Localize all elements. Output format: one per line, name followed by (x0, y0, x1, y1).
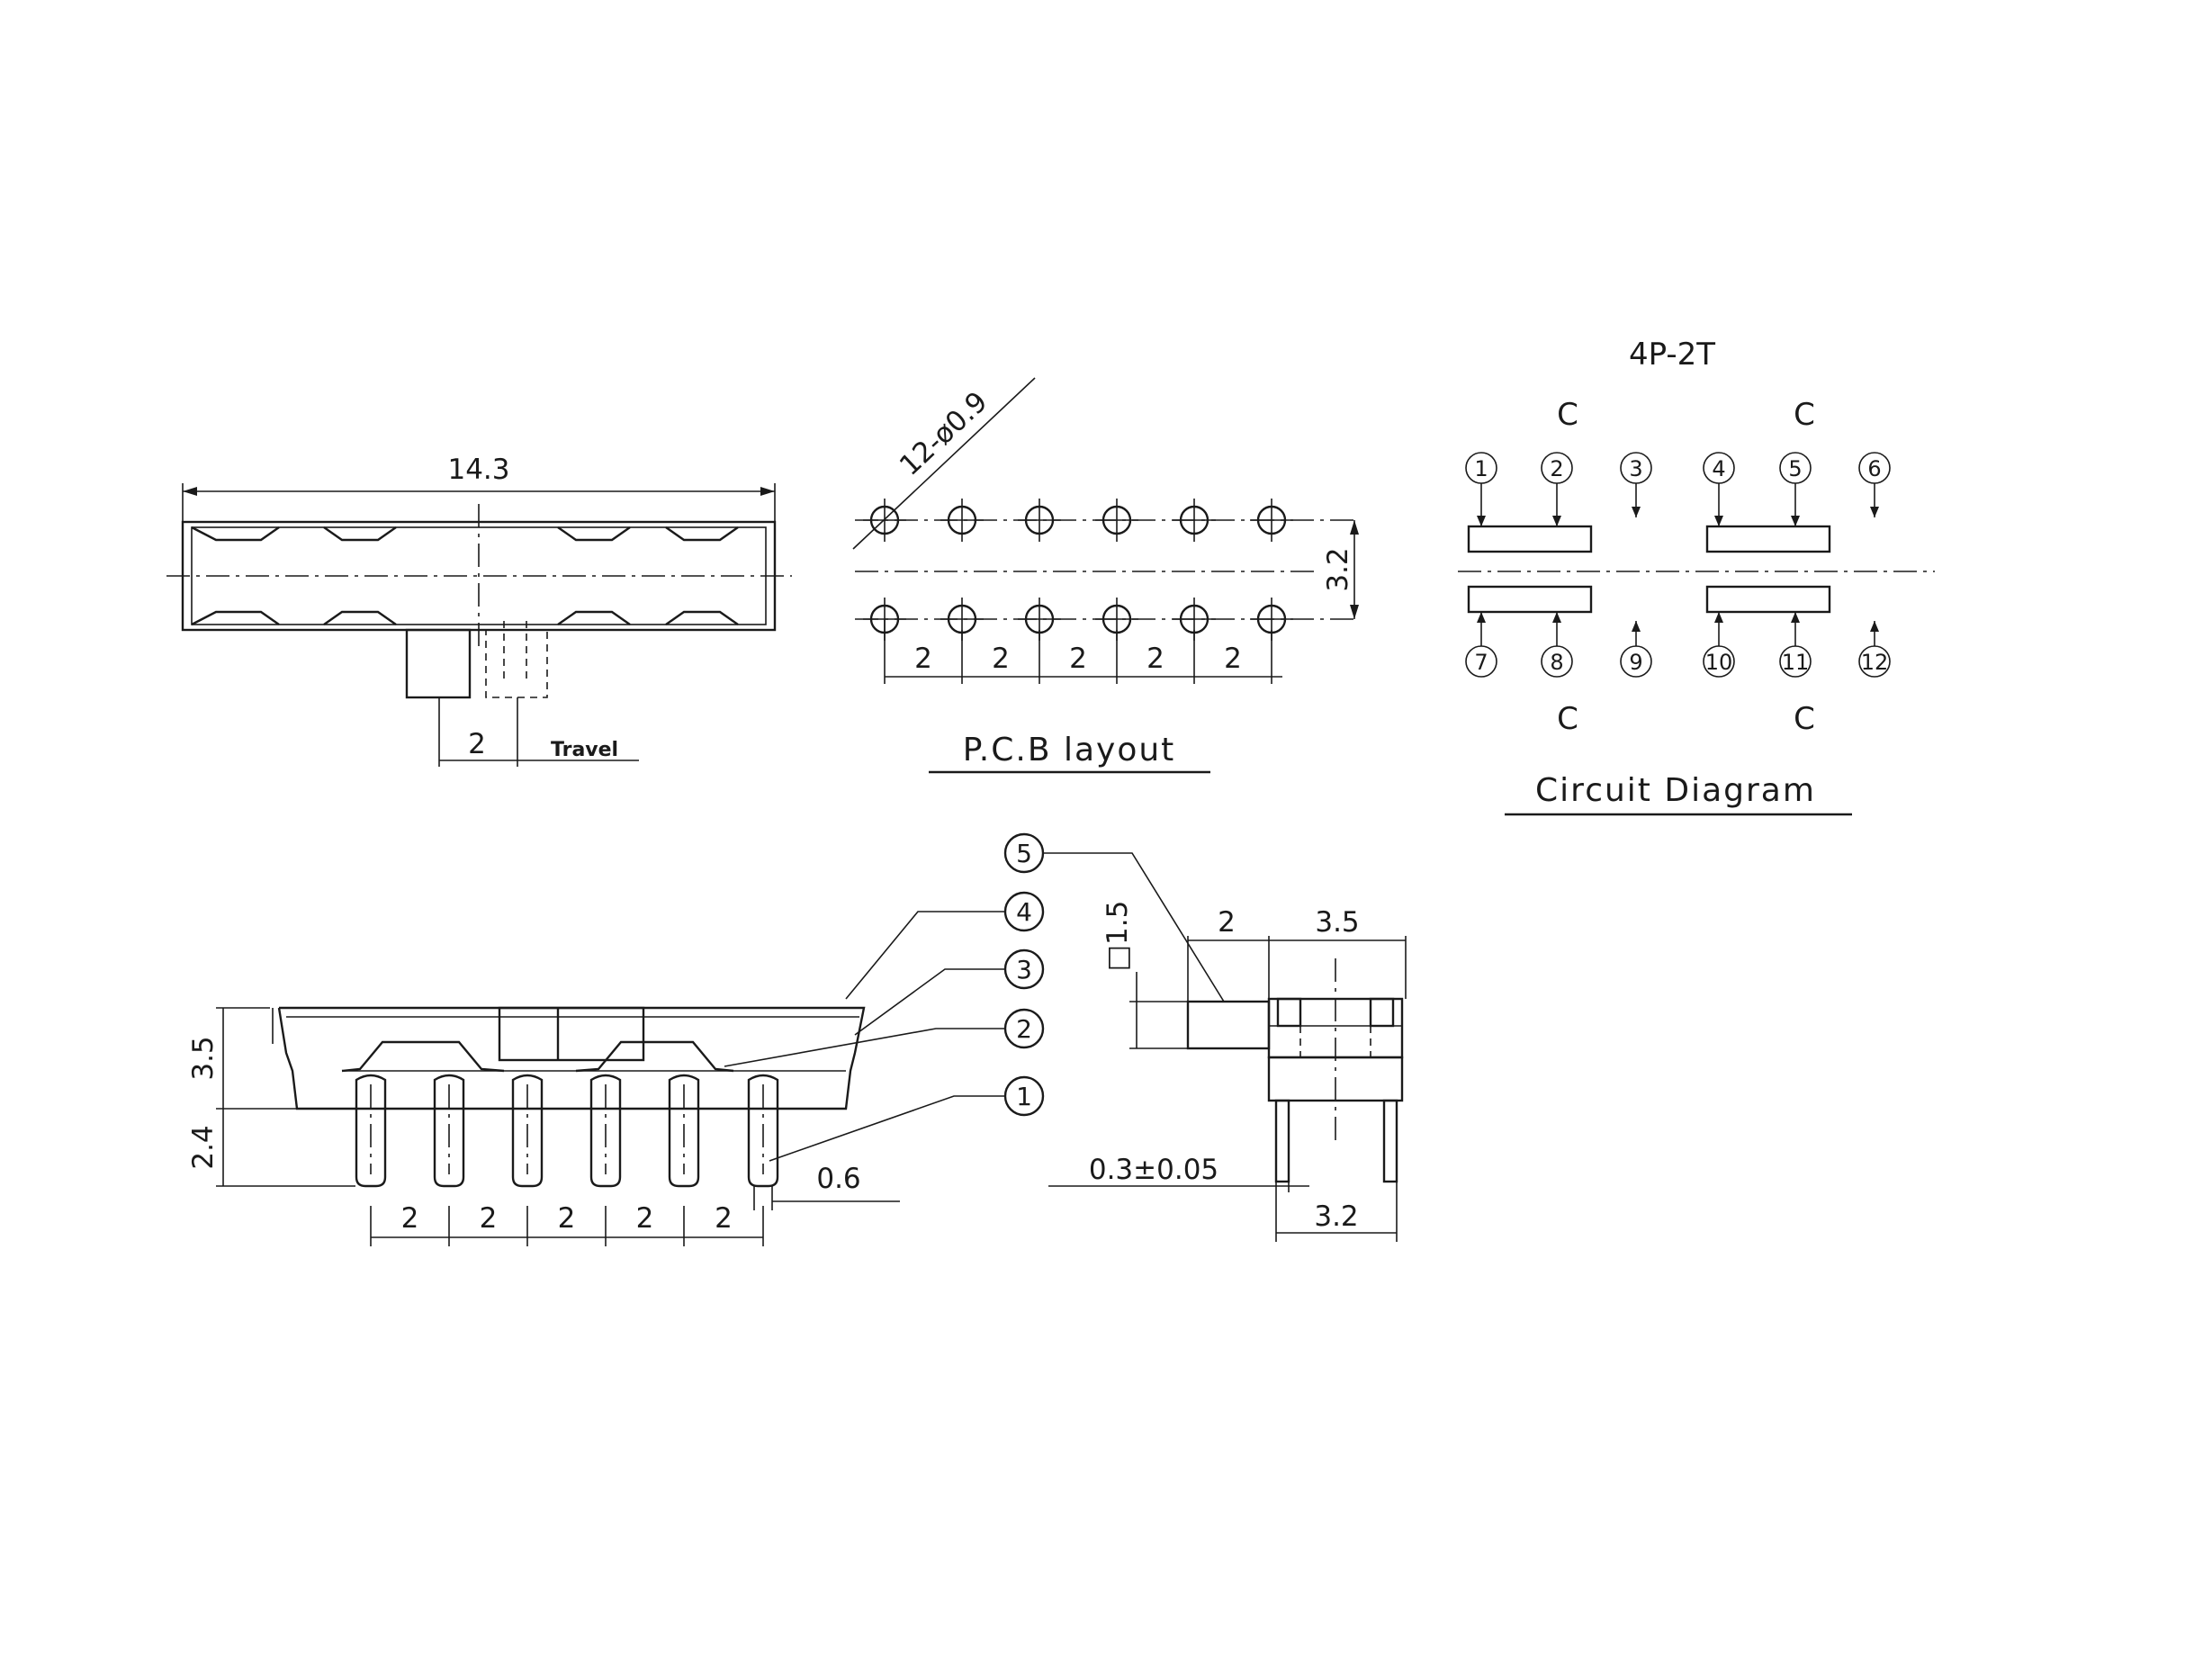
pcb-hole (940, 499, 984, 542)
pcb-pitch-label: 2 (1069, 643, 1087, 675)
circuit-pin-bottom: 11 (1779, 612, 1812, 678)
common-label-1: C (1557, 397, 1578, 433)
circuit-config: 4P-2T (1629, 337, 1715, 373)
pcb-hole (863, 499, 906, 542)
pcb-hole (1095, 499, 1138, 542)
circuit-pin-bottom: 9 (1620, 621, 1652, 678)
pcb-hole (1173, 499, 1216, 542)
common-label-3: C (1557, 701, 1578, 737)
circuit-pin-top: 5 (1779, 452, 1812, 526)
side-pin (668, 1074, 700, 1188)
dim-pin-width: 0.6 (816, 1163, 860, 1195)
contact-bar-bottom-right (1705, 585, 1831, 614)
end-actuator (1186, 1000, 1271, 1050)
part-callout: 3 (854, 948, 1045, 1036)
part-callout: 5 (1003, 832, 1225, 1002)
svg-text:5: 5 (1016, 839, 1032, 868)
svg-text:5: 5 (1788, 456, 1802, 481)
side-view: 3.5 2.4 0.6 2 2 2 2 2 5 4 3 2 1 (187, 832, 1225, 1246)
actuator-side (498, 1006, 645, 1062)
actuator (405, 628, 472, 699)
common-label-2: C (1794, 397, 1815, 433)
svg-text:11: 11 (1782, 650, 1810, 675)
svg-text:4: 4 (1712, 456, 1725, 481)
side-pitch-label: 2 (715, 1202, 733, 1235)
common-label-4: C (1794, 701, 1815, 737)
dim-pin-span: 3.2 (1314, 1200, 1358, 1233)
end-pin-right (1382, 1099, 1398, 1183)
dim-actuator-length: 2 (1218, 906, 1236, 939)
pcb-pitch-label: 2 (1146, 643, 1164, 675)
side-pin (747, 1074, 779, 1188)
circuit-pin-top: 4 (1703, 452, 1735, 526)
dim-length: 14.3 (447, 454, 509, 486)
part-callout: 2 (724, 1008, 1045, 1067)
side-pin (433, 1074, 465, 1188)
svg-text:6: 6 (1867, 456, 1881, 481)
dim-row-pitch: 3.2 (1322, 547, 1354, 591)
side-pitch-dimensions: 2 2 2 2 2 (401, 1202, 764, 1246)
pcb-pitch-label: 2 (1224, 643, 1242, 675)
svg-text:3: 3 (1016, 955, 1032, 984)
pcb-pitch-dimensions: 2 2 2 2 2 (914, 630, 1272, 684)
dim-pin-height: 2.4 (187, 1125, 220, 1169)
side-pitch-label: 2 (558, 1202, 576, 1235)
part-callout: 4 (845, 891, 1045, 1000)
circuit-pin-top: 2 (1541, 452, 1573, 526)
circuit-pin-top: 1 (1465, 452, 1497, 526)
contact-bar-top-right (1705, 525, 1831, 553)
svg-text:1: 1 (1016, 1082, 1032, 1111)
part-callout: 1 (769, 1075, 1045, 1162)
svg-text:7: 7 (1474, 650, 1488, 675)
circuit-pin-bottom: 10 (1703, 612, 1735, 678)
side-pin (355, 1074, 387, 1188)
svg-text:1: 1 (1474, 456, 1488, 481)
svg-text:3: 3 (1629, 456, 1642, 481)
travel-label: Travel (551, 739, 618, 761)
circuit-title: Circuit Diagram (1535, 772, 1816, 809)
svg-text:2: 2 (1016, 1014, 1032, 1044)
circuit-pin-bottom: 12 (1858, 621, 1891, 678)
dim-body-depth: 3.5 (1315, 906, 1359, 939)
svg-text:9: 9 (1629, 650, 1642, 675)
pcb-title: P.C.B layout (963, 732, 1176, 769)
pcb-layout: 12-ø0.9 3.2 2 2 2 2 2 P.C.B layout (852, 377, 1359, 774)
end-pin-left (1274, 1099, 1290, 1183)
dim-body-height: 3.5 (187, 1036, 220, 1080)
svg-text:2: 2 (1550, 456, 1563, 481)
side-pin (511, 1074, 544, 1188)
svg-text:4: 4 (1016, 897, 1032, 927)
side-pin (589, 1074, 622, 1188)
dim-actuator-size: □1.5 (1102, 901, 1134, 972)
pcb-hole (1250, 499, 1293, 542)
hole-spec: 12-ø0.9 (894, 385, 994, 481)
pcb-pitch-label: 2 (914, 643, 932, 675)
contact-bar-bottom-left (1467, 585, 1593, 614)
circuit-pin-top: 3 (1620, 452, 1652, 517)
circuit-pin-top: 6 (1858, 452, 1891, 517)
dim-pin-thickness: 0.3±0.05 (1089, 1154, 1218, 1186)
circuit-pin-bottom: 7 (1465, 612, 1497, 678)
pcb-hole (1018, 499, 1061, 542)
svg-text:10: 10 (1705, 650, 1733, 675)
side-pitch-label: 2 (480, 1202, 498, 1235)
end-view: 2 3.5 □1.5 0.3±0.05 3.2 (1048, 901, 1407, 1242)
side-pitch-label: 2 (636, 1202, 654, 1235)
side-pitch-label: 2 (401, 1202, 419, 1235)
dim-travel: 2 (468, 728, 486, 760)
svg-text:12: 12 (1861, 650, 1889, 675)
part-callouts: 5 4 3 2 1 (724, 832, 1225, 1162)
top-view: 14.3 2 Travel (166, 454, 792, 767)
contact-bar-top-left (1467, 525, 1593, 553)
svg-text:8: 8 (1550, 650, 1563, 675)
pcb-pitch-label: 2 (992, 643, 1010, 675)
circuit-pin-bottom: 8 (1541, 612, 1573, 678)
side-pins (355, 1074, 779, 1188)
switch-body-side (277, 1006, 866, 1110)
